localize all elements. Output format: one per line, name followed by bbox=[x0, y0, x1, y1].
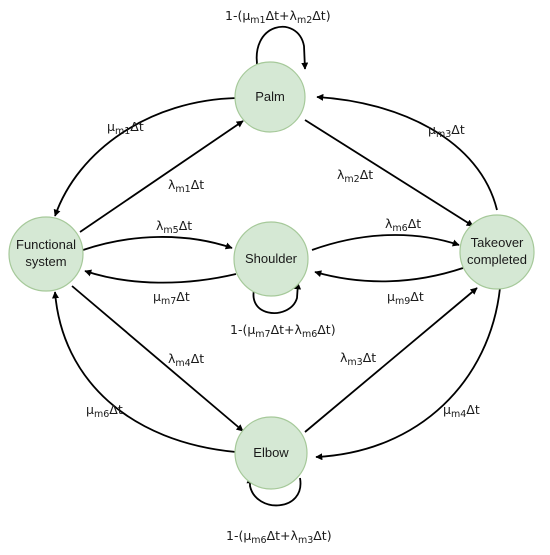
palm-to-takeover-label: λm2Δt bbox=[337, 167, 373, 185]
shoulder-to-functional-edge bbox=[84, 269, 237, 284]
shoulder-self-loop-edge bbox=[252, 280, 302, 314]
takeover-to-shoulder-label: μm9Δt bbox=[387, 289, 424, 307]
palm-self-loop-label: 1-(μm1Δt+λm2Δt) bbox=[225, 8, 331, 26]
palm-to-functional-label: μm1Δt bbox=[107, 119, 144, 137]
functional-to-palm-edge bbox=[79, 120, 244, 233]
takeover-to-shoulder-edge bbox=[314, 267, 464, 283]
elbow-to-takeover-label: λm3Δt bbox=[340, 350, 376, 368]
shoulder-node-label: Shoulder bbox=[245, 251, 298, 266]
palm-node: Palm bbox=[234, 61, 306, 133]
shoulder-to-takeover-label: λm6Δt bbox=[385, 216, 421, 234]
palm-to-takeover-edge bbox=[304, 119, 474, 227]
functional-to-elbow-edge bbox=[71, 285, 244, 432]
takeover-to-elbow-label: μm4Δt bbox=[443, 402, 480, 420]
takeover-node-label-line2: completed bbox=[467, 252, 527, 267]
palm-self-loop-edge bbox=[255, 25, 309, 71]
elbow-to-functional-edge bbox=[52, 291, 237, 453]
functional-to-elbow-label: λm4Δt bbox=[168, 351, 204, 369]
elbow-self-loop-label: 1-(μm6Δt+λm3Δt) bbox=[226, 528, 332, 546]
functional-node-label-line1: Functional bbox=[16, 237, 76, 252]
functional-to-shoulder-edge bbox=[82, 236, 233, 251]
takeover-to-elbow-edge bbox=[315, 287, 501, 461]
functional-node-label-line2: system bbox=[25, 254, 66, 269]
elbow-node: Elbow bbox=[234, 416, 308, 490]
functional-to-palm-label: λm1Δt bbox=[168, 177, 204, 195]
shoulder-to-takeover-edge bbox=[311, 234, 460, 251]
takeover-completed-node: Takeover completed bbox=[459, 214, 535, 290]
shoulder-node: Shoulder bbox=[233, 221, 309, 297]
palm-node-label: Palm bbox=[255, 89, 285, 104]
elbow-to-takeover-edge bbox=[304, 287, 478, 433]
elbow-node-label: Elbow bbox=[253, 445, 289, 460]
functional-system-node: Functional system bbox=[8, 216, 84, 292]
takeover-to-palm-label: μm3Δt bbox=[428, 122, 465, 140]
takeover-to-palm-edge bbox=[316, 93, 498, 211]
takeover-node-label-line1: Takeover bbox=[471, 235, 524, 250]
elbow-to-functional-label: μm6Δt bbox=[86, 402, 123, 420]
functional-to-shoulder-label: λm5Δt bbox=[156, 218, 192, 236]
palm-to-functional-edge bbox=[53, 97, 238, 217]
elbow-self-loop-edge bbox=[246, 476, 302, 507]
shoulder-self-loop-label: 1-(μm7Δt+λm6Δt) bbox=[230, 322, 336, 340]
shoulder-to-functional-label: μm7Δt bbox=[153, 289, 190, 307]
